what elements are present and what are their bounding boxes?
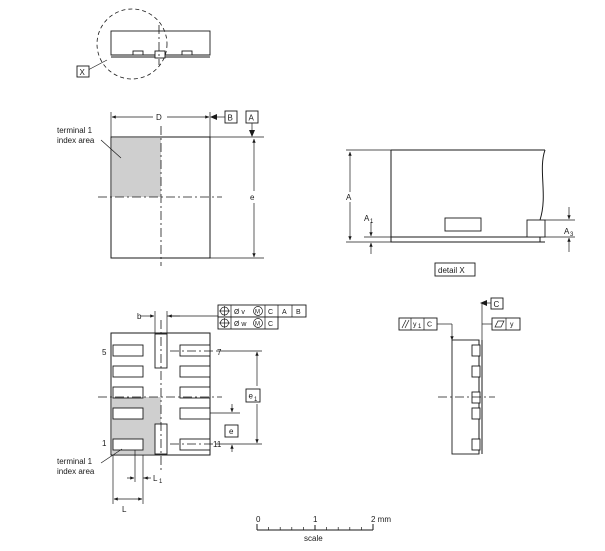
index-area-label-top-2: index area <box>57 136 95 145</box>
index-area-label-bottom-2: index area <box>57 467 95 476</box>
bottom-view: b Ø v M C A B <box>57 304 307 514</box>
scale-bar: 0 1 2 mm scale <box>256 515 391 543</box>
dim-e1-sub: 1 <box>254 397 258 403</box>
dim-a3-label: A <box>564 227 570 236</box>
tol-v-m: M <box>255 310 260 316</box>
dim-a-label: A <box>346 193 352 202</box>
tolerance-frame-v: Ø v M C A B <box>217 304 307 318</box>
scale-0-label: 0 <box>256 515 261 524</box>
dim-a1-sub: 1 <box>370 219 374 225</box>
parallelism-frame: y 1 C <box>398 317 454 341</box>
pad-11 <box>179 438 211 451</box>
dim-l1-label: L <box>153 474 158 483</box>
pin-5-label: 5 <box>102 348 107 357</box>
datum-a-label: A <box>249 114 255 123</box>
tol-v-a: A <box>282 309 287 316</box>
dim-a3-sub: 3 <box>570 232 574 238</box>
pad-3 <box>112 386 144 399</box>
pad-7 <box>179 344 211 357</box>
dim-a1-label: A <box>364 214 370 223</box>
detail-x-circle <box>96 8 168 80</box>
dim-d-label: D <box>156 113 162 122</box>
detail-x-caption: detail X <box>438 266 465 275</box>
view-x-label: X <box>80 68 86 77</box>
tol-v-b: B <box>296 309 301 316</box>
side-view-right: C y 1 C y <box>398 297 521 455</box>
tol-v-text: Ø v <box>234 309 245 316</box>
scale-2-label: 2 mm <box>371 515 391 524</box>
dim-e1-label: e <box>249 392 254 401</box>
pad-8 <box>179 365 211 378</box>
parallelism-y: y <box>413 322 417 329</box>
pin-11-label: 11 <box>213 440 222 449</box>
detail-x-view: A A 1 A 3 detail X <box>346 149 575 277</box>
tol-w-c: C <box>268 321 273 328</box>
parallelism-c: C <box>427 322 432 329</box>
dim-e-small-label: e <box>229 427 234 436</box>
datum-c-label: C <box>494 300 500 309</box>
dim-l-label: L <box>122 505 127 514</box>
pad-1 <box>112 438 144 451</box>
side-view-top: X <box>76 8 211 80</box>
pad-4 <box>112 365 144 378</box>
pad-10 <box>179 407 211 420</box>
dim-b-label: b <box>137 312 142 321</box>
tol-w-text: Ø w <box>234 321 247 328</box>
parallelism-sub: 1 <box>418 324 422 330</box>
index-area-label-top-1: terminal 1 <box>57 126 93 135</box>
tol-w-m: M <box>255 322 260 328</box>
top-view: terminal 1 index area D B A e <box>57 110 264 266</box>
flatness-frame: y <box>482 317 521 331</box>
datum-b-label: B <box>228 114 233 123</box>
scale-1-label: 1 <box>313 515 318 524</box>
pad-2 <box>112 407 144 420</box>
pin-7-label: 7 <box>217 348 222 357</box>
pin-1-label: 1 <box>102 439 107 448</box>
terminal-1-index-area <box>112 138 161 197</box>
pad-9 <box>179 386 211 399</box>
dim-l1-sub: 1 <box>159 479 163 485</box>
pad-5 <box>112 344 144 357</box>
tolerance-frame-w: Ø w M C <box>217 316 279 330</box>
flatness-y: y <box>510 322 514 329</box>
dim-e-label: e <box>250 193 255 202</box>
scale-caption: scale <box>304 534 323 543</box>
tol-v-c: C <box>268 309 273 316</box>
index-area-label-bottom-1: terminal 1 <box>57 457 93 466</box>
